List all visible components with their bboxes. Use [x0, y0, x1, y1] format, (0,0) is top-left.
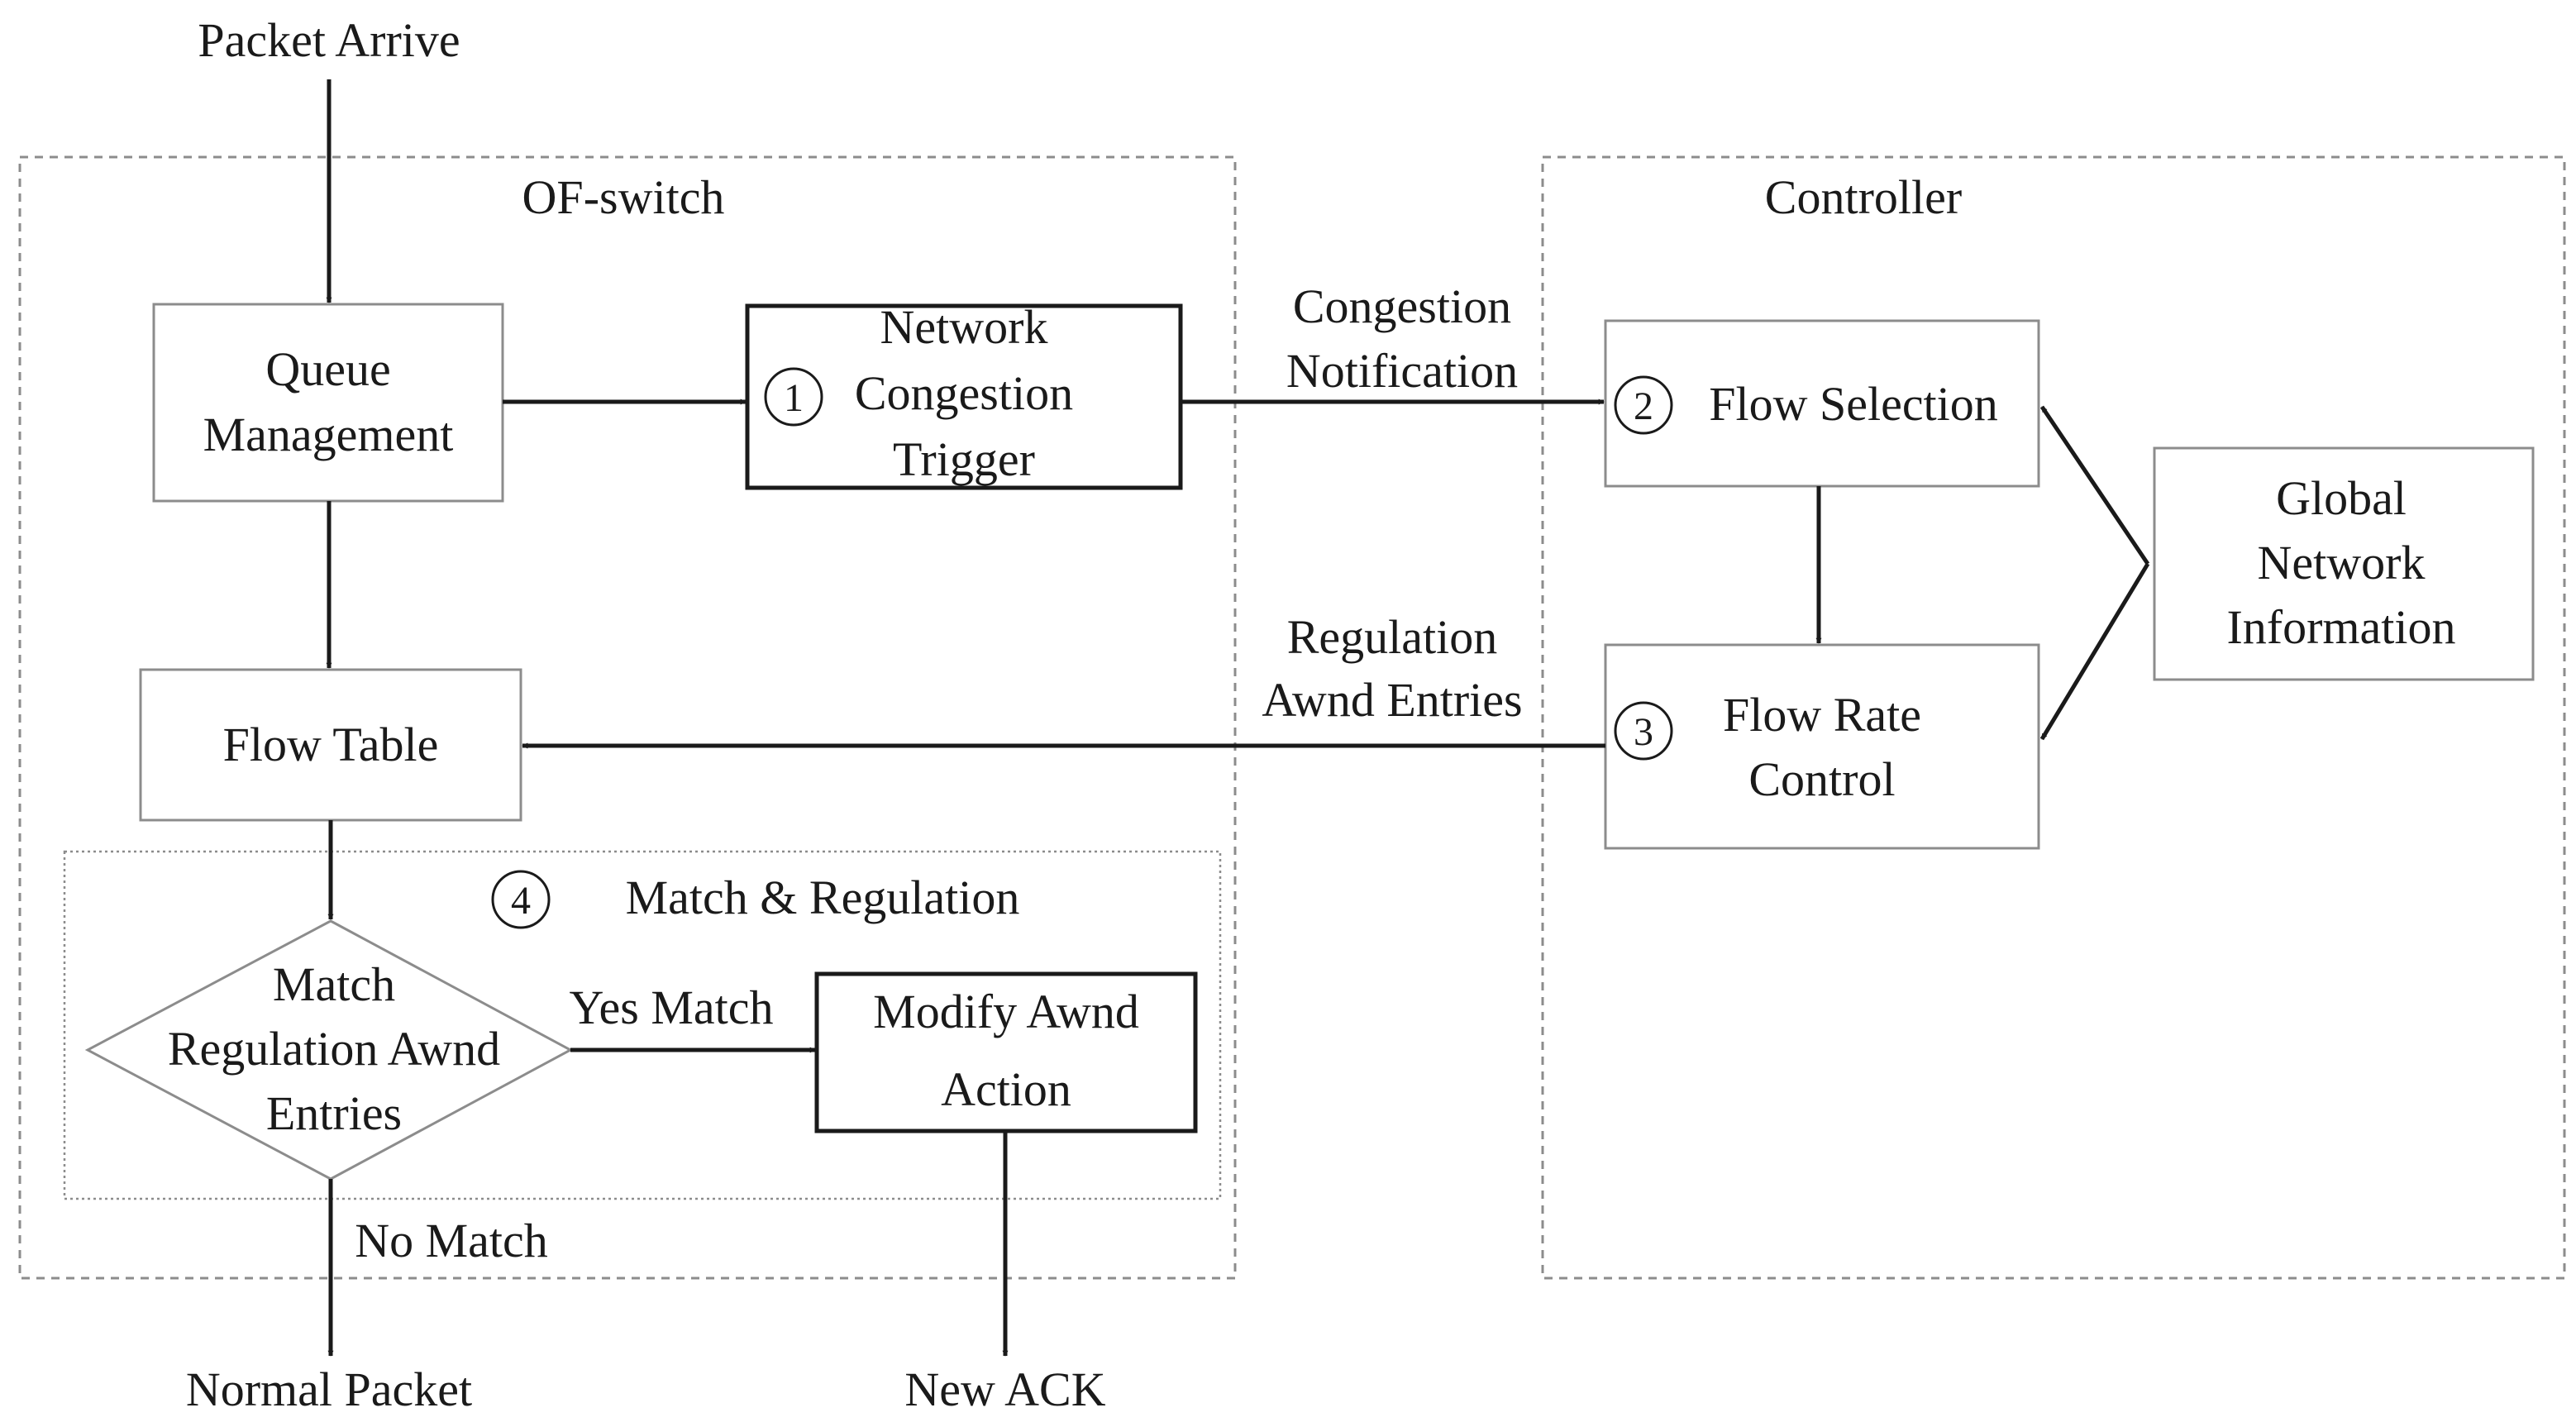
arrow-global-to-flow-selection	[2039, 405, 2150, 565]
congestion-trigger-line1: Network	[880, 300, 1048, 354]
controller-title: Controller	[1765, 170, 1962, 224]
of-switch-title: OF-switch	[522, 170, 725, 224]
flow-rate-control-badge	[1614, 701, 1673, 761]
congestion-trigger-line3: Trigger	[893, 432, 1035, 486]
congestion-notification-line2: Notification	[1286, 344, 1518, 398]
flow-rate-control-box: 3 Flow Rate Control	[1604, 643, 2040, 850]
queue-management-box: Queue Management	[152, 303, 504, 503]
controller-region: Controller	[1541, 155, 2566, 1280]
arrow-global-to-rate-control	[2039, 562, 2150, 741]
congestion-trigger-number: 1	[784, 376, 804, 420]
congestion-trigger-line2: Congestion	[855, 366, 1073, 420]
flow-selection-badge	[1614, 375, 1673, 435]
match-regulation-number: 4	[511, 879, 531, 923]
match-regulation-region: 4 Match & Regulation	[63, 850, 1222, 1200]
flow-selection-number: 2	[1634, 384, 1653, 428]
packet-arrive-label: Packet Arrive	[198, 13, 460, 67]
flow-selection-box: 2 Flow Selection	[1604, 319, 2040, 488]
normal-packet-label: Normal Packet	[186, 1362, 472, 1416]
flow-table-label: Flow Table	[223, 718, 439, 771]
global-info-box: Global Network Information	[2153, 446, 2535, 681]
flow-rate-control-number: 3	[1634, 710, 1653, 754]
match-regulation-title: Match & Regulation	[626, 871, 1020, 924]
congestion-trigger-box: 1 Network Congestion Trigger	[745, 300, 1183, 490]
flow-selection-label: Flow Selection	[1709, 377, 1998, 431]
no-match-label: No Match	[355, 1214, 548, 1267]
flow-table-box: Flow Table	[139, 668, 522, 822]
queue-management-line2: Management	[203, 408, 454, 461]
congestion-trigger-badge	[764, 367, 823, 427]
of-switch-region: OF-switch	[18, 155, 1237, 1280]
global-info-line1: Global	[2276, 471, 2407, 525]
global-info-line2: Network	[2258, 536, 2426, 589]
yes-match-label: Yes Match	[569, 981, 773, 1034]
modify-action-line2: Action	[941, 1062, 1071, 1116]
global-info-line3: Information	[2226, 600, 2455, 654]
match-regulation-badge	[491, 870, 551, 929]
regulation-entries-line1: Regulation	[1287, 610, 1498, 664]
flow-rate-control-line2: Control	[1748, 752, 1895, 806]
match-decision-diamond: Match Regulation Awnd Entries	[84, 919, 574, 1181]
regulation-entries-line2: Awnd Entries	[1262, 673, 1522, 727]
congestion-notification-line1: Congestion	[1293, 279, 1511, 333]
decision-line2: Regulation Awnd	[168, 1022, 500, 1076]
modify-action-box: Modify Awnd Action	[814, 971, 1198, 1133]
decision-line3: Entries	[266, 1086, 402, 1140]
new-ack-label: New ACK	[904, 1362, 1105, 1416]
queue-management-line1: Queue	[265, 342, 390, 396]
decision-line1: Match	[273, 957, 395, 1011]
modify-action-line1: Modify Awnd	[873, 985, 1139, 1038]
flow-rate-control-line1: Flow Rate	[1723, 688, 1921, 742]
